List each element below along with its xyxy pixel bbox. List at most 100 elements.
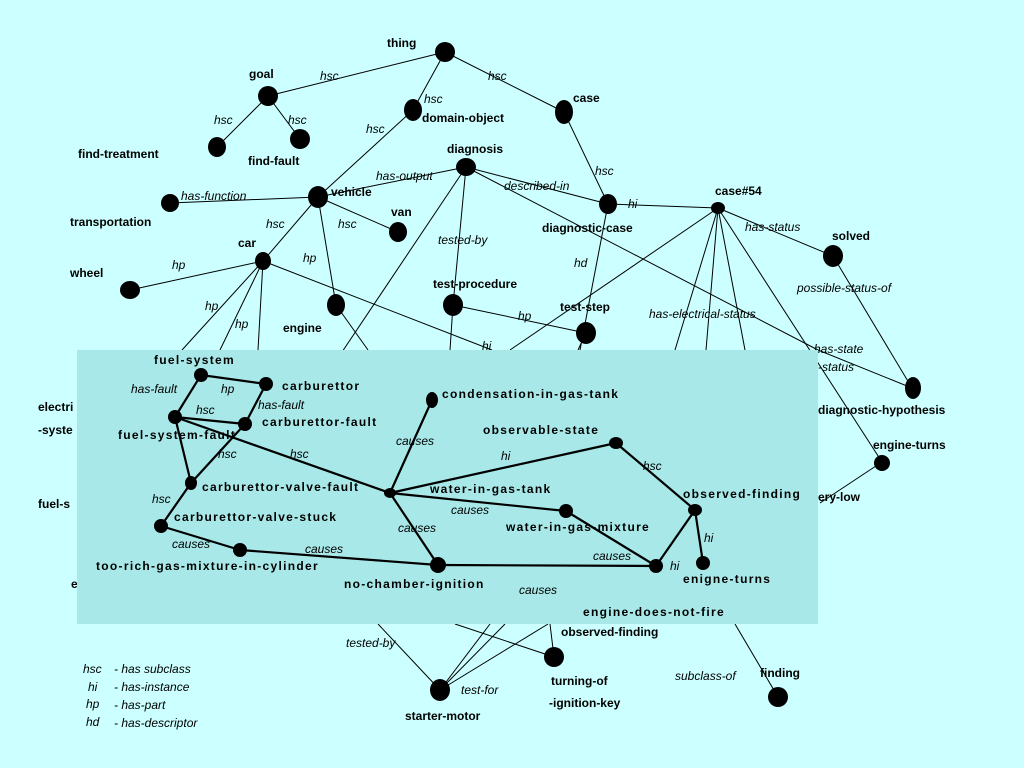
outer-node-labels: thing goal case domain-object find-treat…: [38, 36, 946, 723]
rel-causes-5: causes: [305, 542, 343, 556]
node-test-step: [576, 322, 596, 344]
label-thing: thing: [387, 36, 416, 50]
node-starter-motor: [430, 679, 450, 701]
node-enigne-turns: [696, 556, 710, 570]
rel-car-part-1: hp: [205, 299, 219, 313]
rel-car-part-2: hp: [235, 317, 249, 331]
legend-desc-hd: - has-descriptor: [114, 716, 198, 730]
label-engine: engine: [283, 321, 322, 335]
rel-possible-status-of: possible-status-of: [796, 281, 893, 295]
node-engine-turns-outer: [874, 455, 890, 471]
rel-hsc-inset-5: hsc: [152, 492, 171, 506]
node-observable-state: [609, 437, 623, 449]
label-case: case: [573, 91, 600, 105]
node-fuel-system: [194, 368, 208, 382]
rel-car-wheel: hp: [172, 258, 186, 272]
node-domain-object: [404, 99, 422, 121]
rel-hi-case54: hi: [628, 197, 638, 211]
rel-causes-6: causes: [593, 549, 631, 563]
node-carburettor-fault: [238, 417, 252, 431]
label-finding: finding: [760, 666, 800, 680]
rel-thing-case: hsc: [488, 69, 507, 83]
node-engine: [327, 294, 345, 316]
label-car: car: [238, 236, 256, 250]
label-too-rich: too-rich-gas-mixture-in-cylinder: [96, 559, 319, 573]
rel-has-output: has-output: [376, 169, 433, 183]
rel-thing-domain-object: hsc: [424, 92, 443, 106]
node-find-fault: [290, 129, 310, 149]
label-case54: case#54: [715, 184, 762, 198]
rel-has-function: has-function: [181, 189, 247, 203]
inset-node-dots: [154, 368, 710, 573]
label-test-step: test-step: [560, 300, 610, 314]
outer-relation-labels: hsc hsc hsc hsc hsc hsc has-output descr…: [172, 69, 893, 697]
label-test-procedure: test-procedure: [433, 277, 517, 291]
label-carburettor: carburettor: [282, 379, 360, 393]
label-solved: solved: [832, 229, 870, 243]
label-vehicle: vehicle: [331, 185, 372, 199]
rel-domain-object-vehicle: hsc: [366, 122, 385, 136]
node-test-procedure: [443, 294, 463, 316]
legend-desc-hi: - has-instance: [114, 680, 190, 694]
rel-hi-inset-1: hi: [501, 449, 511, 463]
rel-test-for: test-for: [461, 683, 499, 697]
rel-causes-2: causes: [451, 503, 489, 517]
rel-hi-inset-2: hi: [704, 531, 714, 545]
rel-vehicle-van: hsc: [338, 217, 357, 231]
rel-goal-find-treatment: hsc: [214, 113, 233, 127]
label-water-in-gas-tank: water-in-gas-tank: [429, 482, 551, 496]
rel-causes-3: causes: [398, 521, 436, 535]
node-goal: [258, 86, 278, 106]
label-condensation: condensation-in-gas-tank: [442, 387, 619, 401]
label-observed-finding: observed-finding: [561, 625, 658, 639]
label-diagnostic-hypothesis: diagnostic-hypothesis: [818, 403, 946, 417]
rel-goal-find-fault: hsc: [288, 113, 307, 127]
label-electri: electri: [38, 400, 73, 414]
node-engine-does-not-fire: [649, 559, 663, 573]
node-fuel-system-fault: [168, 410, 182, 424]
label-fuel-s: fuel-s: [38, 497, 70, 511]
node-case54: [711, 202, 725, 214]
rel-causes-7: causes: [519, 583, 557, 597]
node-case: [555, 100, 573, 124]
rel-has-fault-2: has-fault: [258, 398, 305, 412]
label-diagnosis: diagnosis: [447, 142, 503, 156]
rel-causes-4: causes: [172, 537, 210, 551]
legend-abbr-hsc: hsc: [83, 662, 102, 676]
node-transportation: [161, 194, 179, 212]
rel-hi-outer: hi: [482, 339, 492, 353]
node-no-chamber-ignition: [430, 557, 446, 573]
rel-hp-inset: hp: [221, 382, 235, 396]
label-enigne-turns: enigne-turns: [683, 572, 771, 586]
label-domain-object: domain-object: [422, 111, 504, 125]
legend-abbr-hd: hd: [86, 715, 100, 729]
node-wheel: [120, 281, 140, 299]
label-starter-motor: starter-motor: [405, 709, 481, 723]
rel-hsc-inset-1: hsc: [196, 403, 215, 417]
label-van: van: [391, 205, 412, 219]
label-no-chamber-ignition: no-chamber-ignition: [344, 577, 485, 591]
node-carburettor: [259, 377, 273, 391]
node-carburettor-valve-fault: [185, 476, 197, 490]
inset-relation-labels: has-fault hp hsc has-fault causes hsc hs…: [131, 382, 714, 573]
rel-hsc-inset-3: hsc: [290, 447, 309, 461]
label-turning-of: turning-of: [551, 674, 609, 688]
node-diagnostic-hypothesis: [905, 377, 921, 399]
rel-tested-by: tested-by: [438, 233, 488, 247]
inset-edges: [160, 373, 705, 568]
rel-test-procedure-test-step: hp: [518, 309, 532, 323]
node-condensation: [426, 392, 438, 408]
rel-subclass-of: subclass-of: [675, 669, 737, 683]
node-find-treatment: [208, 137, 226, 157]
label-syste: -syste: [38, 423, 73, 437]
label-find-fault: find-fault: [248, 154, 299, 168]
rel-hsc-inset-4: hsc: [643, 459, 662, 473]
node-water-in-gas-mixture: [559, 504, 573, 518]
rel-vehicle-engine: hp: [303, 251, 317, 265]
label-fuel-system: fuel-system: [154, 353, 235, 367]
rel-vehicle-car: hsc: [266, 217, 285, 231]
label-find-treatment: find-treatment: [78, 147, 159, 161]
label-observed-finding-inset: observed-finding: [683, 487, 801, 501]
rel-case-diagnostic-case: hsc: [595, 164, 614, 178]
